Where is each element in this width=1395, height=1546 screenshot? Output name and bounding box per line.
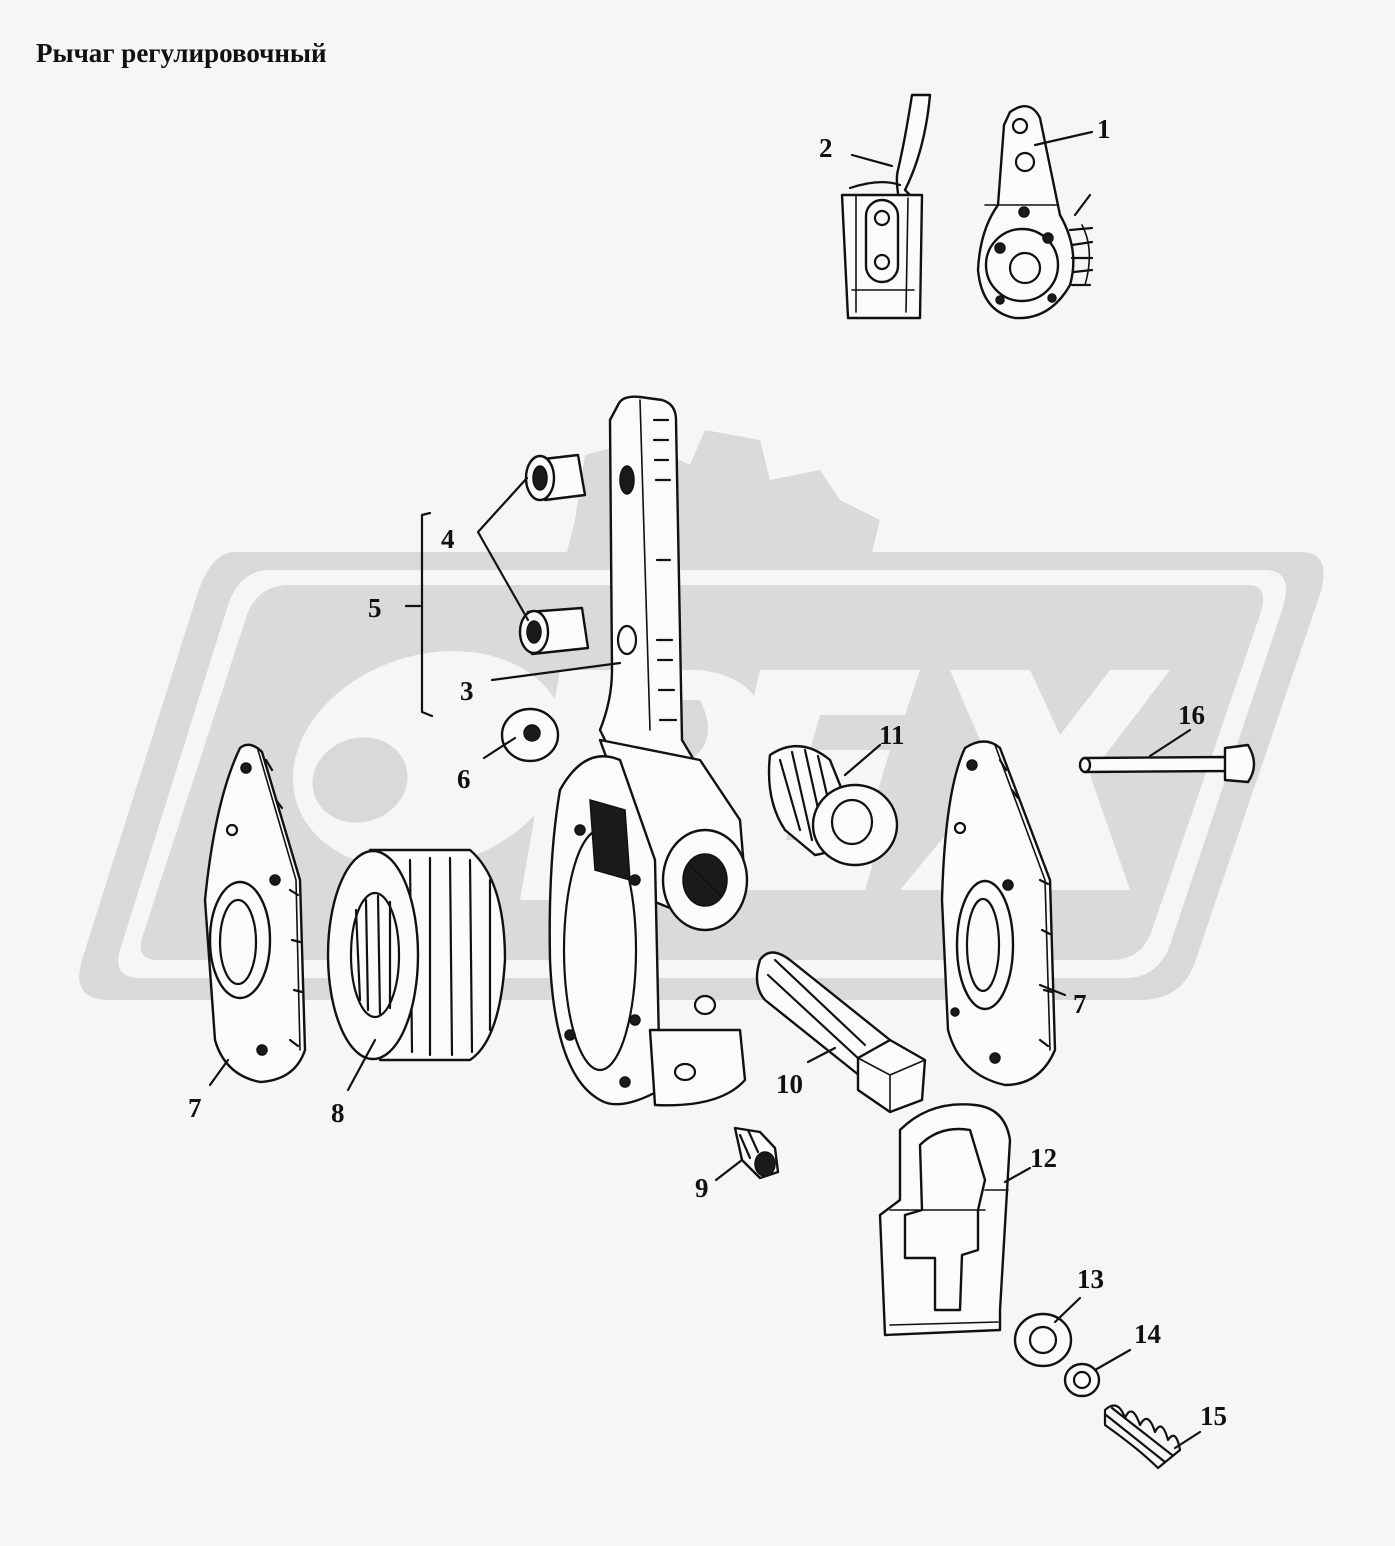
callout-3: 3 <box>460 676 474 706</box>
callout-14: 14 <box>1134 1319 1161 1349</box>
part-16-bolt <box>1078 743 1256 784</box>
leader-10 <box>806 1046 837 1064</box>
callout-8: 8 <box>331 1098 345 1128</box>
leader-8 <box>346 1038 377 1092</box>
part-4-bushings <box>518 453 590 656</box>
callout-5: 5 <box>368 593 382 623</box>
leader-7-right <box>1038 983 1067 997</box>
part-8-gear <box>326 848 507 1062</box>
part-13-nut <box>1013 1312 1073 1368</box>
leader-7-left <box>208 1058 230 1087</box>
callout-2: 2 <box>819 133 833 163</box>
part-14-lock-washer <box>1063 1362 1101 1398</box>
leader-2 <box>850 153 894 168</box>
callout-11: 11 <box>879 720 905 750</box>
part-11-worm <box>767 744 899 867</box>
callout-13: 13 <box>1077 1264 1104 1294</box>
leader-1 <box>1033 130 1094 147</box>
part-12-cover-plate <box>878 1103 1012 1337</box>
leader-5-bracket <box>404 511 434 718</box>
callout-1: 1 <box>1097 114 1111 144</box>
part-2-clip <box>840 93 932 320</box>
callout-6: 6 <box>457 764 471 794</box>
callout-9: 9 <box>695 1173 709 1203</box>
leader-16 <box>1148 728 1192 758</box>
callout-15: 15 <box>1200 1401 1227 1431</box>
part-15-spring <box>1103 1404 1182 1470</box>
leader-3 <box>490 661 622 682</box>
callout-4: 4 <box>441 524 455 554</box>
leader-14 <box>1093 1348 1132 1372</box>
leader-13 <box>1053 1296 1082 1324</box>
leader-lines <box>208 130 1202 1450</box>
callout-labels: 1 2 3 4 5 6 7 7 8 9 10 11 12 13 14 15 16 <box>188 114 1227 1431</box>
part-1-assembled-adjuster <box>976 105 1094 320</box>
part-9-fitting <box>733 1126 780 1180</box>
leader-4 <box>476 476 530 622</box>
page-title: Рычаг регулировочный <box>36 38 327 68</box>
part-7-left-side-plate <box>203 743 307 1084</box>
callout-12: 12 <box>1030 1143 1057 1173</box>
callout-10: 10 <box>776 1069 803 1099</box>
part-7-right-side-plate <box>940 740 1057 1087</box>
leader-15 <box>1173 1430 1202 1450</box>
watermark-letter-o-hole <box>312 737 408 823</box>
leader-12 <box>1003 1166 1032 1184</box>
part-6-washer <box>500 707 560 763</box>
leader-6 <box>482 736 517 760</box>
part-3-lever-body <box>548 395 749 1107</box>
leader-11 <box>843 743 882 777</box>
part-10-worm-shaft <box>755 951 927 1114</box>
leader-9 <box>714 1158 744 1182</box>
callout-7-left: 7 <box>188 1093 202 1123</box>
callout-16: 16 <box>1178 700 1205 730</box>
callout-7-right: 7 <box>1073 989 1087 1019</box>
